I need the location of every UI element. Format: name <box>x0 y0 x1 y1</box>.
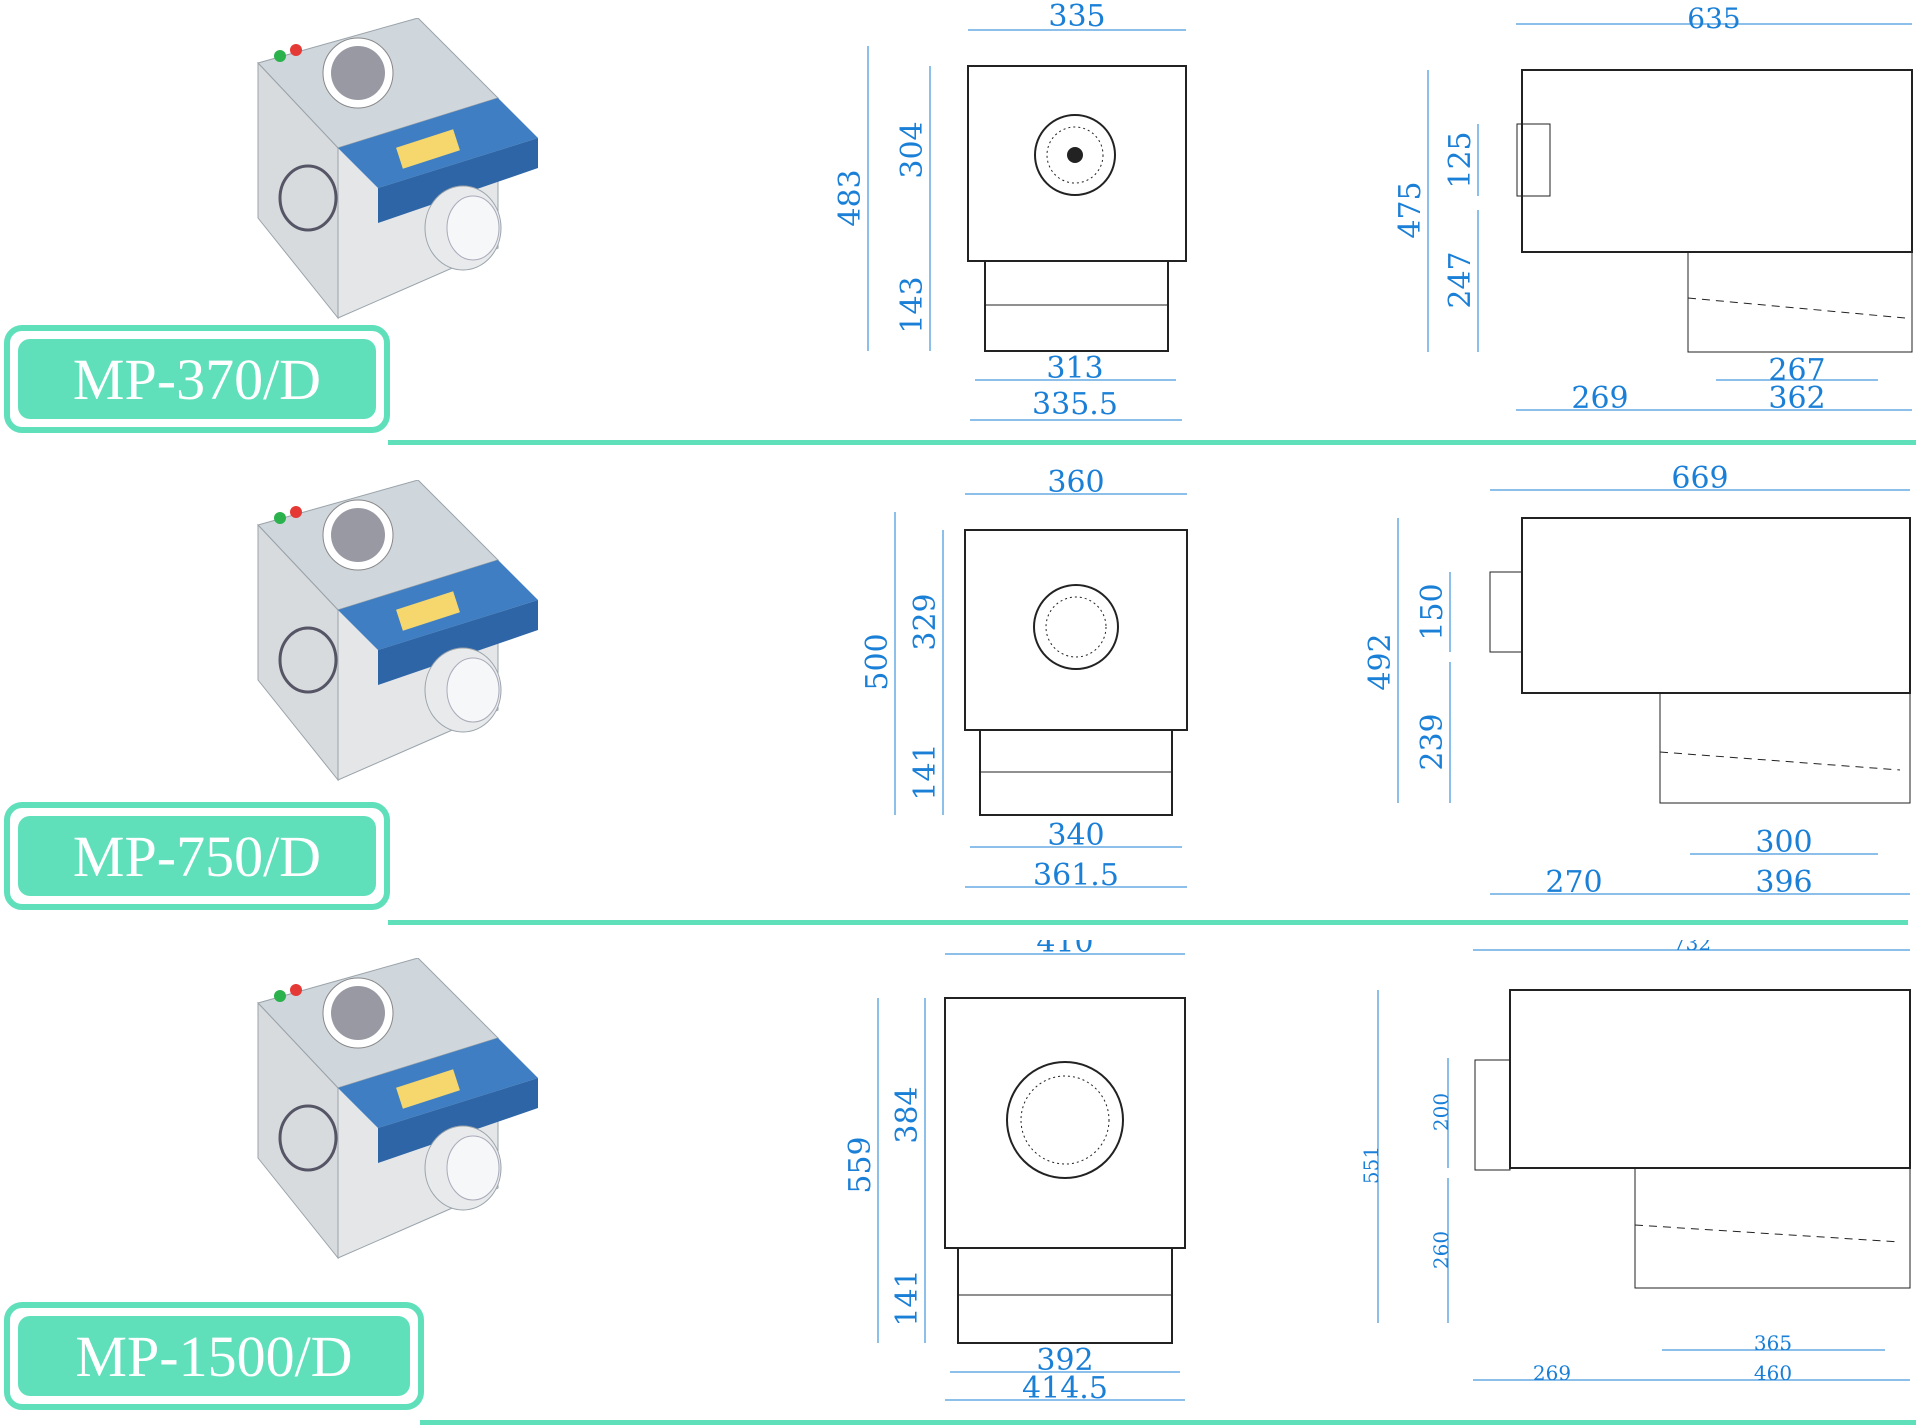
row-divider <box>420 1420 1916 1425</box>
row-divider <box>388 920 1908 925</box>
dim-side-height-total: 551 <box>1359 1146 1383 1184</box>
dim-side-height-total: 492 <box>1363 633 1398 690</box>
dim-side-rail-length: 365 <box>1754 1331 1792 1355</box>
model-name: MP-750/D <box>18 816 376 896</box>
row-divider <box>388 440 1916 445</box>
dim-front-height-lower: 141 <box>890 1269 925 1326</box>
product-photo <box>257 18 538 320</box>
dim-side-inlet-height: 125 <box>1443 131 1478 188</box>
dim-side-front-depth: 269 <box>1571 381 1628 416</box>
model-badge: MP-1500/D <box>4 1302 424 1410</box>
dim-side-depth-total: 635 <box>1687 2 1740 35</box>
front-view-drawing: 335 483 304 143 313 335.5 635 475 125 24… <box>833 0 1913 422</box>
model-badge: MP-750/D <box>4 802 390 910</box>
dim-front-base-width-outer: 414.5 <box>1022 1371 1108 1406</box>
model-row-mp-1500: MP-1500/D 410 559 384 141 392 414.5 732 … <box>0 940 1916 1425</box>
dim-front-base-width-outer: 361.5 <box>1033 858 1119 893</box>
front-view-drawing: 410 559 384 141 392 414.5 732 551 200 26… <box>843 940 1911 1406</box>
dim-front-base-width: 392 <box>1036 1343 1093 1378</box>
model-name: MP-370/D <box>18 339 376 419</box>
dim-side-rear-depth: 396 <box>1755 865 1812 900</box>
dim-front-height-total: 559 <box>843 1136 878 1193</box>
dim-side-front-depth: 270 <box>1545 865 1602 900</box>
dim-front-height-lower: 141 <box>908 743 943 800</box>
dim-front-height-upper: 304 <box>895 121 930 178</box>
model-badge: MP-370/D <box>4 325 390 433</box>
dim-side-lower-height: 260 <box>1429 1231 1453 1269</box>
dim-front-height-total: 483 <box>833 169 868 226</box>
front-view-drawing: 360 500 329 141 340 361.5 669 492 150 23… <box>860 462 1911 900</box>
dim-side-depth-total: 732 <box>1673 940 1711 955</box>
model-row-mp-750: MP-750/D 360 500 329 141 340 361.5 669 4… <box>0 462 1916 937</box>
dim-front-top-width: 410 <box>1036 940 1093 960</box>
dim-front-height-upper: 329 <box>908 593 943 650</box>
dim-front-top-width: 360 <box>1047 465 1104 500</box>
dim-side-rear-depth: 460 <box>1754 1361 1792 1385</box>
dim-side-front-depth: 269 <box>1533 1361 1571 1385</box>
dim-side-rear-depth: 362 <box>1768 381 1825 416</box>
model-name: MP-1500/D <box>18 1316 410 1396</box>
dim-side-rail-length: 267 <box>1768 353 1825 388</box>
dim-front-base-width: 340 <box>1047 818 1104 853</box>
dim-side-rail-length: 300 <box>1755 825 1812 860</box>
dim-side-height-total: 475 <box>1393 181 1428 238</box>
dim-side-lower-height: 239 <box>1415 713 1450 770</box>
dim-front-base-width-outer: 335.5 <box>1032 387 1118 422</box>
dim-side-inlet-height: 150 <box>1415 583 1450 640</box>
dim-front-top-width: 335 <box>1048 0 1105 34</box>
dim-front-height-total: 500 <box>860 633 895 690</box>
dim-front-base-width: 313 <box>1046 351 1103 386</box>
dim-front-height-upper: 384 <box>890 1086 925 1143</box>
product-photo <box>257 958 538 1260</box>
dim-side-lower-height: 247 <box>1443 251 1478 308</box>
dim-front-height-lower: 143 <box>895 276 930 333</box>
product-photo <box>257 480 538 782</box>
model-row-mp-370: MP-370/D 335 483 304 143 313 335.5 635 4… <box>0 0 1916 475</box>
dim-side-depth-total: 669 <box>1671 462 1728 496</box>
dim-side-inlet-height: 200 <box>1429 1093 1453 1131</box>
